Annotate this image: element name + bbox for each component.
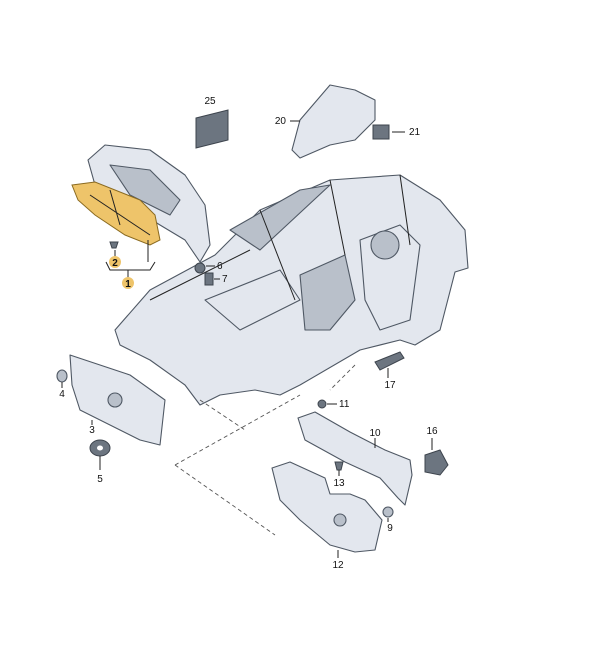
grommet-part-4[interactable] (56, 369, 68, 383)
label-2: 2 (112, 258, 118, 269)
label-7: 7 (222, 274, 228, 285)
bulkhead-insulation-part-12[interactable] (271, 461, 383, 553)
label-11: 11 (339, 399, 350, 410)
label-20: 20 (275, 116, 287, 127)
label-3: 3 (89, 425, 95, 436)
clip-part-11[interactable] (317, 399, 327, 409)
callout-2[interactable]: 2 (109, 256, 121, 269)
callout-1[interactable]: 1 (122, 277, 134, 290)
label-5: 5 (97, 474, 103, 485)
panel-part-20[interactable] (291, 84, 376, 159)
clip-part-2[interactable] (109, 241, 119, 249)
label-12: 12 (332, 560, 344, 571)
bracket-part-16[interactable] (424, 449, 449, 476)
connector-part-17[interactable] (374, 351, 405, 371)
label-25: 25 (204, 96, 216, 107)
plug-part-7[interactable] (204, 272, 214, 286)
label-17: 17 (384, 380, 396, 391)
plug-part-6[interactable] (194, 262, 206, 274)
label-6: 6 (217, 261, 223, 272)
grommet-part-9[interactable] (382, 506, 394, 518)
crossmember-part-10[interactable] (297, 411, 413, 506)
pad-part-25[interactable] (195, 109, 229, 149)
car-body-shell (114, 174, 469, 406)
label-13: 13 (333, 478, 345, 489)
label-21: 21 (409, 127, 421, 138)
block-part-21[interactable] (372, 124, 390, 140)
label-16: 16 (426, 426, 438, 437)
clip-part-13[interactable] (334, 461, 344, 471)
label-9: 9 (387, 523, 393, 534)
label-1: 1 (125, 279, 131, 290)
label-10: 10 (369, 428, 381, 439)
label-4: 4 (59, 389, 65, 400)
